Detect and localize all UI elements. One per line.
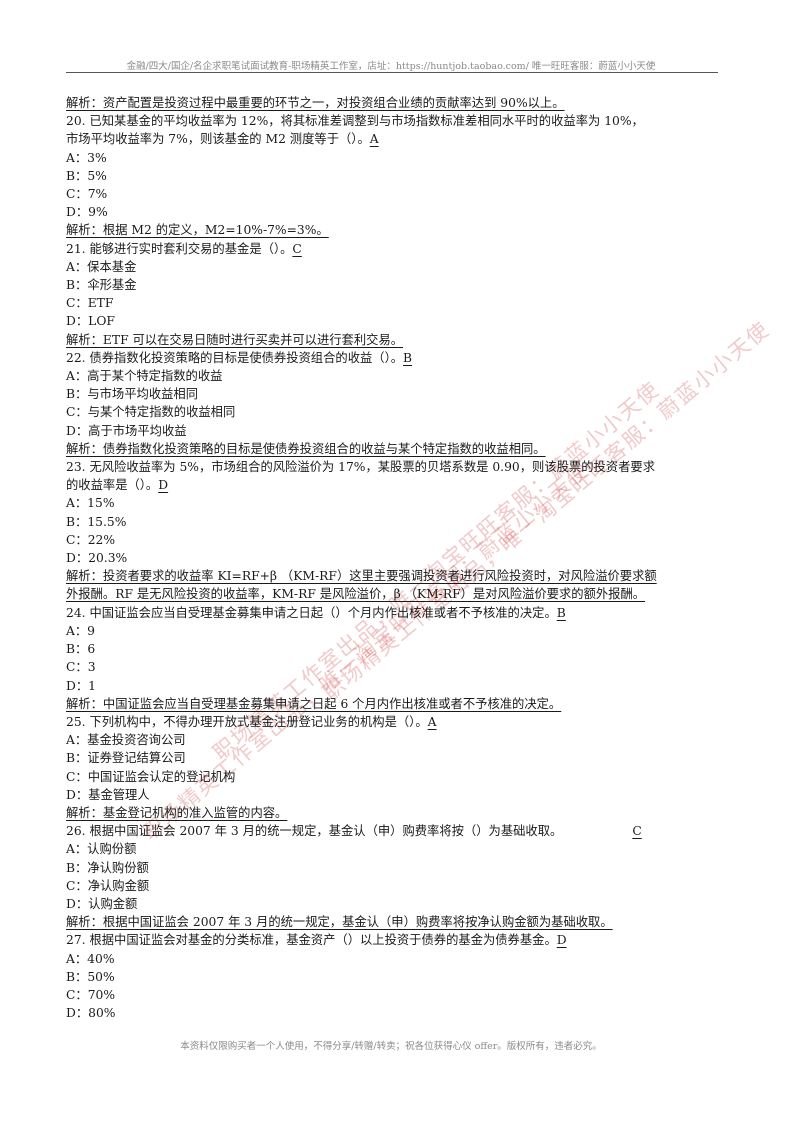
- header-rule: [66, 72, 718, 73]
- answer-mark: C: [632, 824, 642, 839]
- answer-mark: D: [158, 478, 169, 493]
- option: B：15.5%: [66, 514, 127, 529]
- option: B：与市场平均收益相同: [66, 387, 199, 402]
- analysis-text: 解析：ETF 可以在交易日随时进行买卖并可以进行套利交易。: [66, 332, 404, 347]
- question-stem: 22. 债券指数化投资策略的目标是使债券投资组合的收益（）。B: [66, 349, 716, 367]
- analysis-text: 解析：中国证监会应当自受理基金募集申请之日起 6 个月内作出核准或者不予核准的决…: [66, 696, 562, 711]
- option: A：保本基金: [66, 259, 137, 274]
- answer-mark: C: [292, 241, 302, 256]
- option: B：伞形基金: [66, 278, 137, 293]
- question-stem: 20. 已知某基金的平均收益率为 12%，将其标准差调整到与市场指数标准差相同水…: [66, 114, 644, 129]
- option: D：基金管理人: [66, 787, 150, 802]
- question-list: 解析：资产配置是投资过程中最重要的环节之一，对投资组合业绩的贡献率达到 90%以…: [66, 94, 716, 1022]
- question-stem: 26. 根据中国证监会 2007 年 3 月的统一规定，基金认（申）购费率将按（…: [66, 822, 716, 840]
- option: C：ETF: [66, 296, 114, 311]
- option: C：中国证监会认定的登记机构: [66, 769, 236, 784]
- answer-mark: D: [556, 933, 567, 948]
- answer-mark: B: [403, 350, 413, 365]
- option: C：70%: [66, 987, 116, 1002]
- question-stem: 市场平均收益率为 7%，则该基金的 M2 测度等于（）。A: [66, 130, 716, 148]
- answer-mark: A: [427, 714, 437, 729]
- answer-mark: A: [369, 132, 379, 147]
- question-stem: 21. 能够进行实时套利交易的基金是（）。C: [66, 240, 716, 258]
- question-stem: 25. 下列机构中，不得办理开放式基金注册登记业务的机构是（）。A: [66, 713, 716, 731]
- question-stem: 24. 中国证监会应当自受理基金募集申请之日起（）个月内作出核准或者不予核准的决…: [66, 604, 716, 622]
- analysis-text: 解析：根据中国证监会 2007 年 3 月的统一规定，基金认（申）购费率将按净认…: [66, 915, 613, 930]
- question-stem: 23. 无风险收益率为 5%，市场组合的风险溢价为 17%，某股票的贝塔系数是 …: [66, 460, 655, 475]
- option: B：5%: [66, 168, 107, 183]
- option: A：9: [66, 623, 96, 638]
- option: C：与某个特定指数的收益相同: [66, 405, 236, 420]
- option: D：LOF: [66, 314, 115, 329]
- option: A：基金投资咨询公司: [66, 733, 186, 748]
- option: C：净认购金额: [66, 878, 150, 893]
- option: D：高于市场平均收益: [66, 423, 187, 438]
- option: A：高于某个特定指数的收益: [66, 369, 223, 384]
- option: D：认购金额: [66, 896, 138, 911]
- question-stem: 的收益率是（）。D: [66, 476, 716, 494]
- analysis-text: 解析：投资者要求的收益率 KI=RF+β （KM-RF）这里主要强调投资者进行风…: [66, 569, 657, 584]
- option: A：3%: [66, 150, 107, 165]
- analysis-text: 解析：根据 M2 的定义，M2=10%-7%=3%。: [66, 223, 329, 238]
- page-footer: 本资料仅限购买者一个人使用，不得分享/转赠/转卖；祝各位获得心仪 offer。版…: [180, 1041, 602, 1052]
- option: A：认购份额: [66, 842, 137, 857]
- option: B：50%: [66, 969, 115, 984]
- answer-mark: B: [556, 605, 566, 620]
- option: D：80%: [66, 1006, 116, 1021]
- option: C：3: [66, 660, 96, 675]
- option: D：1: [66, 678, 96, 693]
- analysis-text: 解析：基金登记机构的准入监管的内容。: [66, 805, 288, 820]
- analysis-text: 外报酬。RF 是无风险投资的收益率，KM-RF 是风险溢价，β （KM-RF）是…: [66, 587, 646, 602]
- analysis-text: 解析：资产配置是投资过程中最重要的环节之一，对投资组合业绩的贡献率达到 90%以…: [66, 96, 565, 110]
- option: B：证券登记结算公司: [66, 751, 186, 766]
- option: C：22%: [66, 532, 116, 547]
- option: C：7%: [66, 187, 108, 202]
- option: B：6: [66, 642, 96, 657]
- option: D：20.3%: [66, 551, 128, 566]
- question-stem: 27. 根据中国证监会对基金的分类标准，基金资产（）以上投资于债券的基金为债券基…: [66, 931, 716, 949]
- analysis-text: 解析：债券指数化投资策略的目标是使债券投资组合的收益与某个特定指数的收益相同。: [66, 441, 546, 456]
- option: A：15%: [66, 496, 115, 511]
- page-header: 金融/四大/国企/名企求职笔试面试教育-职场精英工作室，店址：https://h…: [126, 61, 656, 72]
- option: A：40%: [66, 951, 115, 966]
- option: B：净认购份额: [66, 860, 149, 875]
- option: D：9%: [66, 205, 108, 220]
